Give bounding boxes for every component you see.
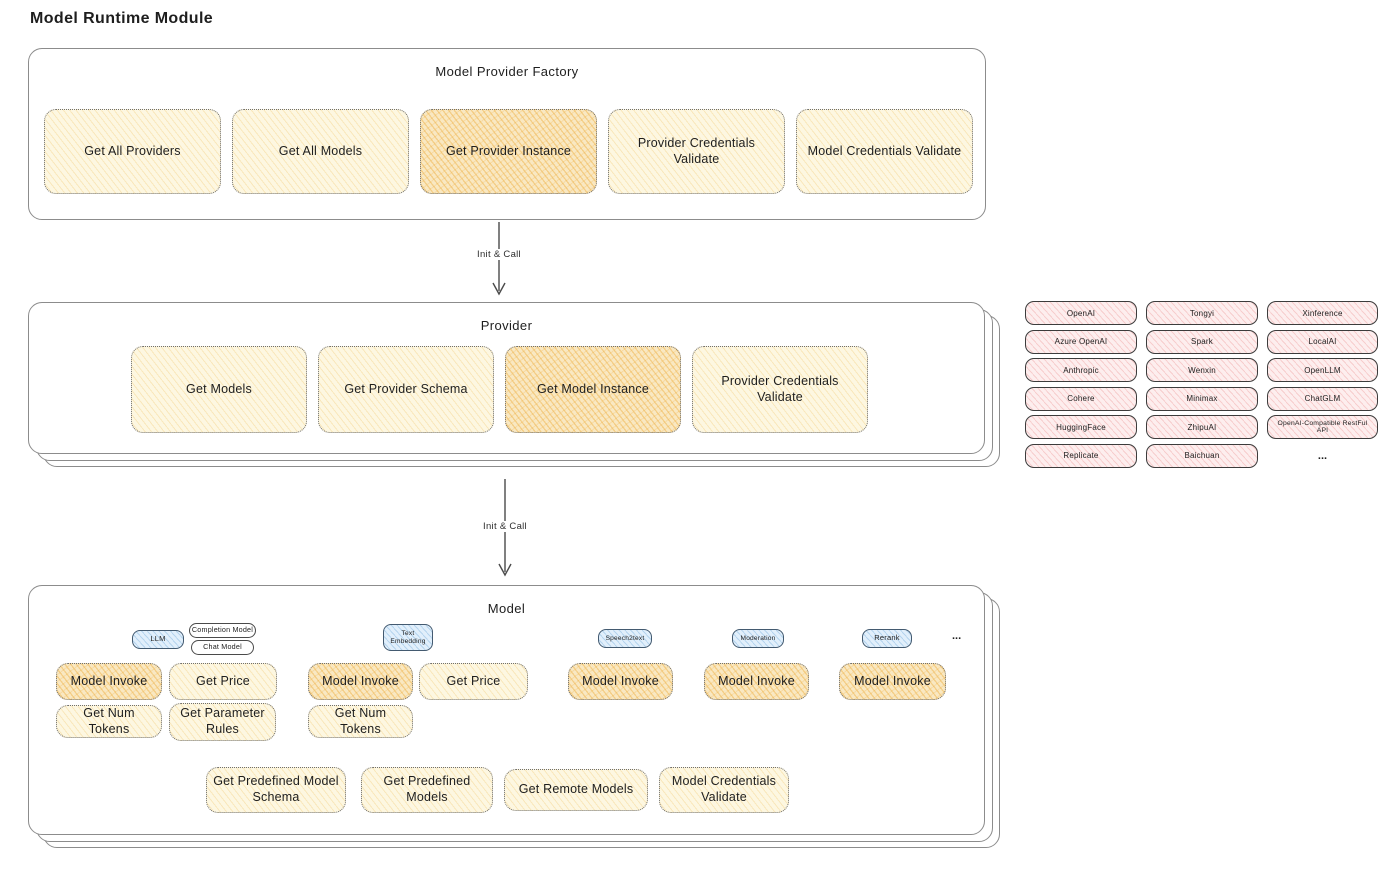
model-op-embedding-get-price: Get Price (419, 663, 528, 700)
provider-box-get-provider-schema: Get Provider Schema (318, 346, 494, 433)
factory-container: Model Provider Factory Get All Providers… (28, 48, 986, 220)
model-op-embedding-model-invoke: Model Invoke (308, 663, 413, 700)
factory-box-get-all-models: Get All Models (232, 109, 409, 194)
provider-chip-baichuan: Baichuan (1146, 443, 1258, 468)
model-tag-completion-model: Completion Model (189, 623, 256, 638)
model-op-llm-model-invoke: Model Invoke (56, 663, 162, 700)
page-title: Model Runtime Module (30, 10, 214, 27)
provider-box-provider-credentials-validate: Provider Credentials Validate (692, 346, 868, 433)
provider-chip-cohere: Cohere (1025, 386, 1137, 411)
model-op-rerank-model-invoke: Model Invoke (839, 663, 946, 700)
model-op-llm-get-num-tokens: Get Num Tokens (56, 705, 162, 738)
model-op-embedding-get-num-tokens: Get Num Tokens (308, 705, 413, 738)
model-op-llm-get-parameter-rules: Get Parameter Rules (169, 703, 276, 741)
model-op-llm-get-price: Get Price (169, 663, 277, 700)
factory-box-provider-credentials-validate: Provider Credentials Validate (608, 109, 785, 194)
factory-title: Model Provider Factory (435, 64, 579, 79)
model-card: Model LLM Completion Model Chat Model Mo… (28, 585, 985, 835)
provider-chip-openllm: OpenLLM (1267, 358, 1378, 383)
provider-chip-localai: LocalAI (1267, 329, 1378, 354)
provider-chip-replicate: Replicate (1025, 443, 1137, 468)
factory-box-model-credentials-validate: Model Credentials Validate (796, 109, 973, 194)
model-op-speech2text-model-invoke: Model Invoke (568, 663, 673, 700)
model-title: Model (487, 601, 526, 616)
provider-box-get-model-instance: Get Model Instance (505, 346, 681, 433)
model-container: Model LLM Completion Model Chat Model Mo… (28, 585, 1000, 848)
model-op-moderation-model-invoke: Model Invoke (704, 663, 809, 700)
model-op-get-remote-models: Get Remote Models (504, 769, 648, 811)
provider-chip-chatglm: ChatGLM (1267, 386, 1378, 411)
provider-chip-spark: Spark (1146, 329, 1258, 354)
arrow-label-init-call-2: Init & Call (478, 521, 532, 532)
provider-card: Provider Get Models Get Provider Schema … (28, 302, 985, 454)
model-tag-llm: LLM (132, 630, 184, 649)
provider-chip-zhipuai: ZhipuAI (1146, 415, 1258, 440)
model-tag-rerank: Rerank (862, 629, 912, 648)
model-op-get-predefined-model-schema: Get Predefined Model Schema (206, 767, 346, 813)
model-tag-speech2text: Speech2text (598, 629, 652, 648)
provider-chip-minimax: Minimax (1146, 386, 1258, 411)
provider-chip-xinference: Xinference (1267, 301, 1378, 325)
provider-box-get-models: Get Models (131, 346, 307, 433)
provider-container: Provider Get Models Get Provider Schema … (28, 302, 1000, 467)
provider-chip-tongyi: Tongyi (1146, 301, 1258, 325)
provider-chip-wenxin: Wenxin (1146, 358, 1258, 383)
model-tag-text-embedding: Text Embedding (383, 624, 433, 651)
model-types-ellipsis: ... (952, 630, 962, 642)
arrow-label-init-call-1: Init & Call (472, 249, 526, 260)
provider-chip-openai-compatible-restful-api: OpenAI-Compatible RestFul API (1267, 415, 1378, 440)
provider-title: Provider (480, 318, 533, 333)
provider-chip-anthropic: Anthropic (1025, 358, 1137, 383)
provider-list-ellipsis: ... (1317, 449, 1328, 462)
factory-box-get-provider-instance: Get Provider Instance (420, 109, 597, 194)
provider-chip-azure-openai: Azure OpenAI (1025, 329, 1137, 354)
provider-chip-huggingface: HuggingFace (1025, 415, 1137, 440)
model-op-model-credentials-validate: Model Credentials Validate (659, 767, 789, 813)
factory-box-get-all-providers: Get All Providers (44, 109, 221, 194)
provider-chip-openai: OpenAI (1025, 301, 1137, 325)
model-op-get-predefined-models: Get Predefined Models (361, 767, 493, 813)
model-tag-moderation: Moderation (732, 629, 784, 648)
model-tag-chat-model: Chat Model (191, 640, 254, 655)
provider-list: OpenAI Tongyi Xinference Azure OpenAI Sp… (1025, 301, 1378, 468)
